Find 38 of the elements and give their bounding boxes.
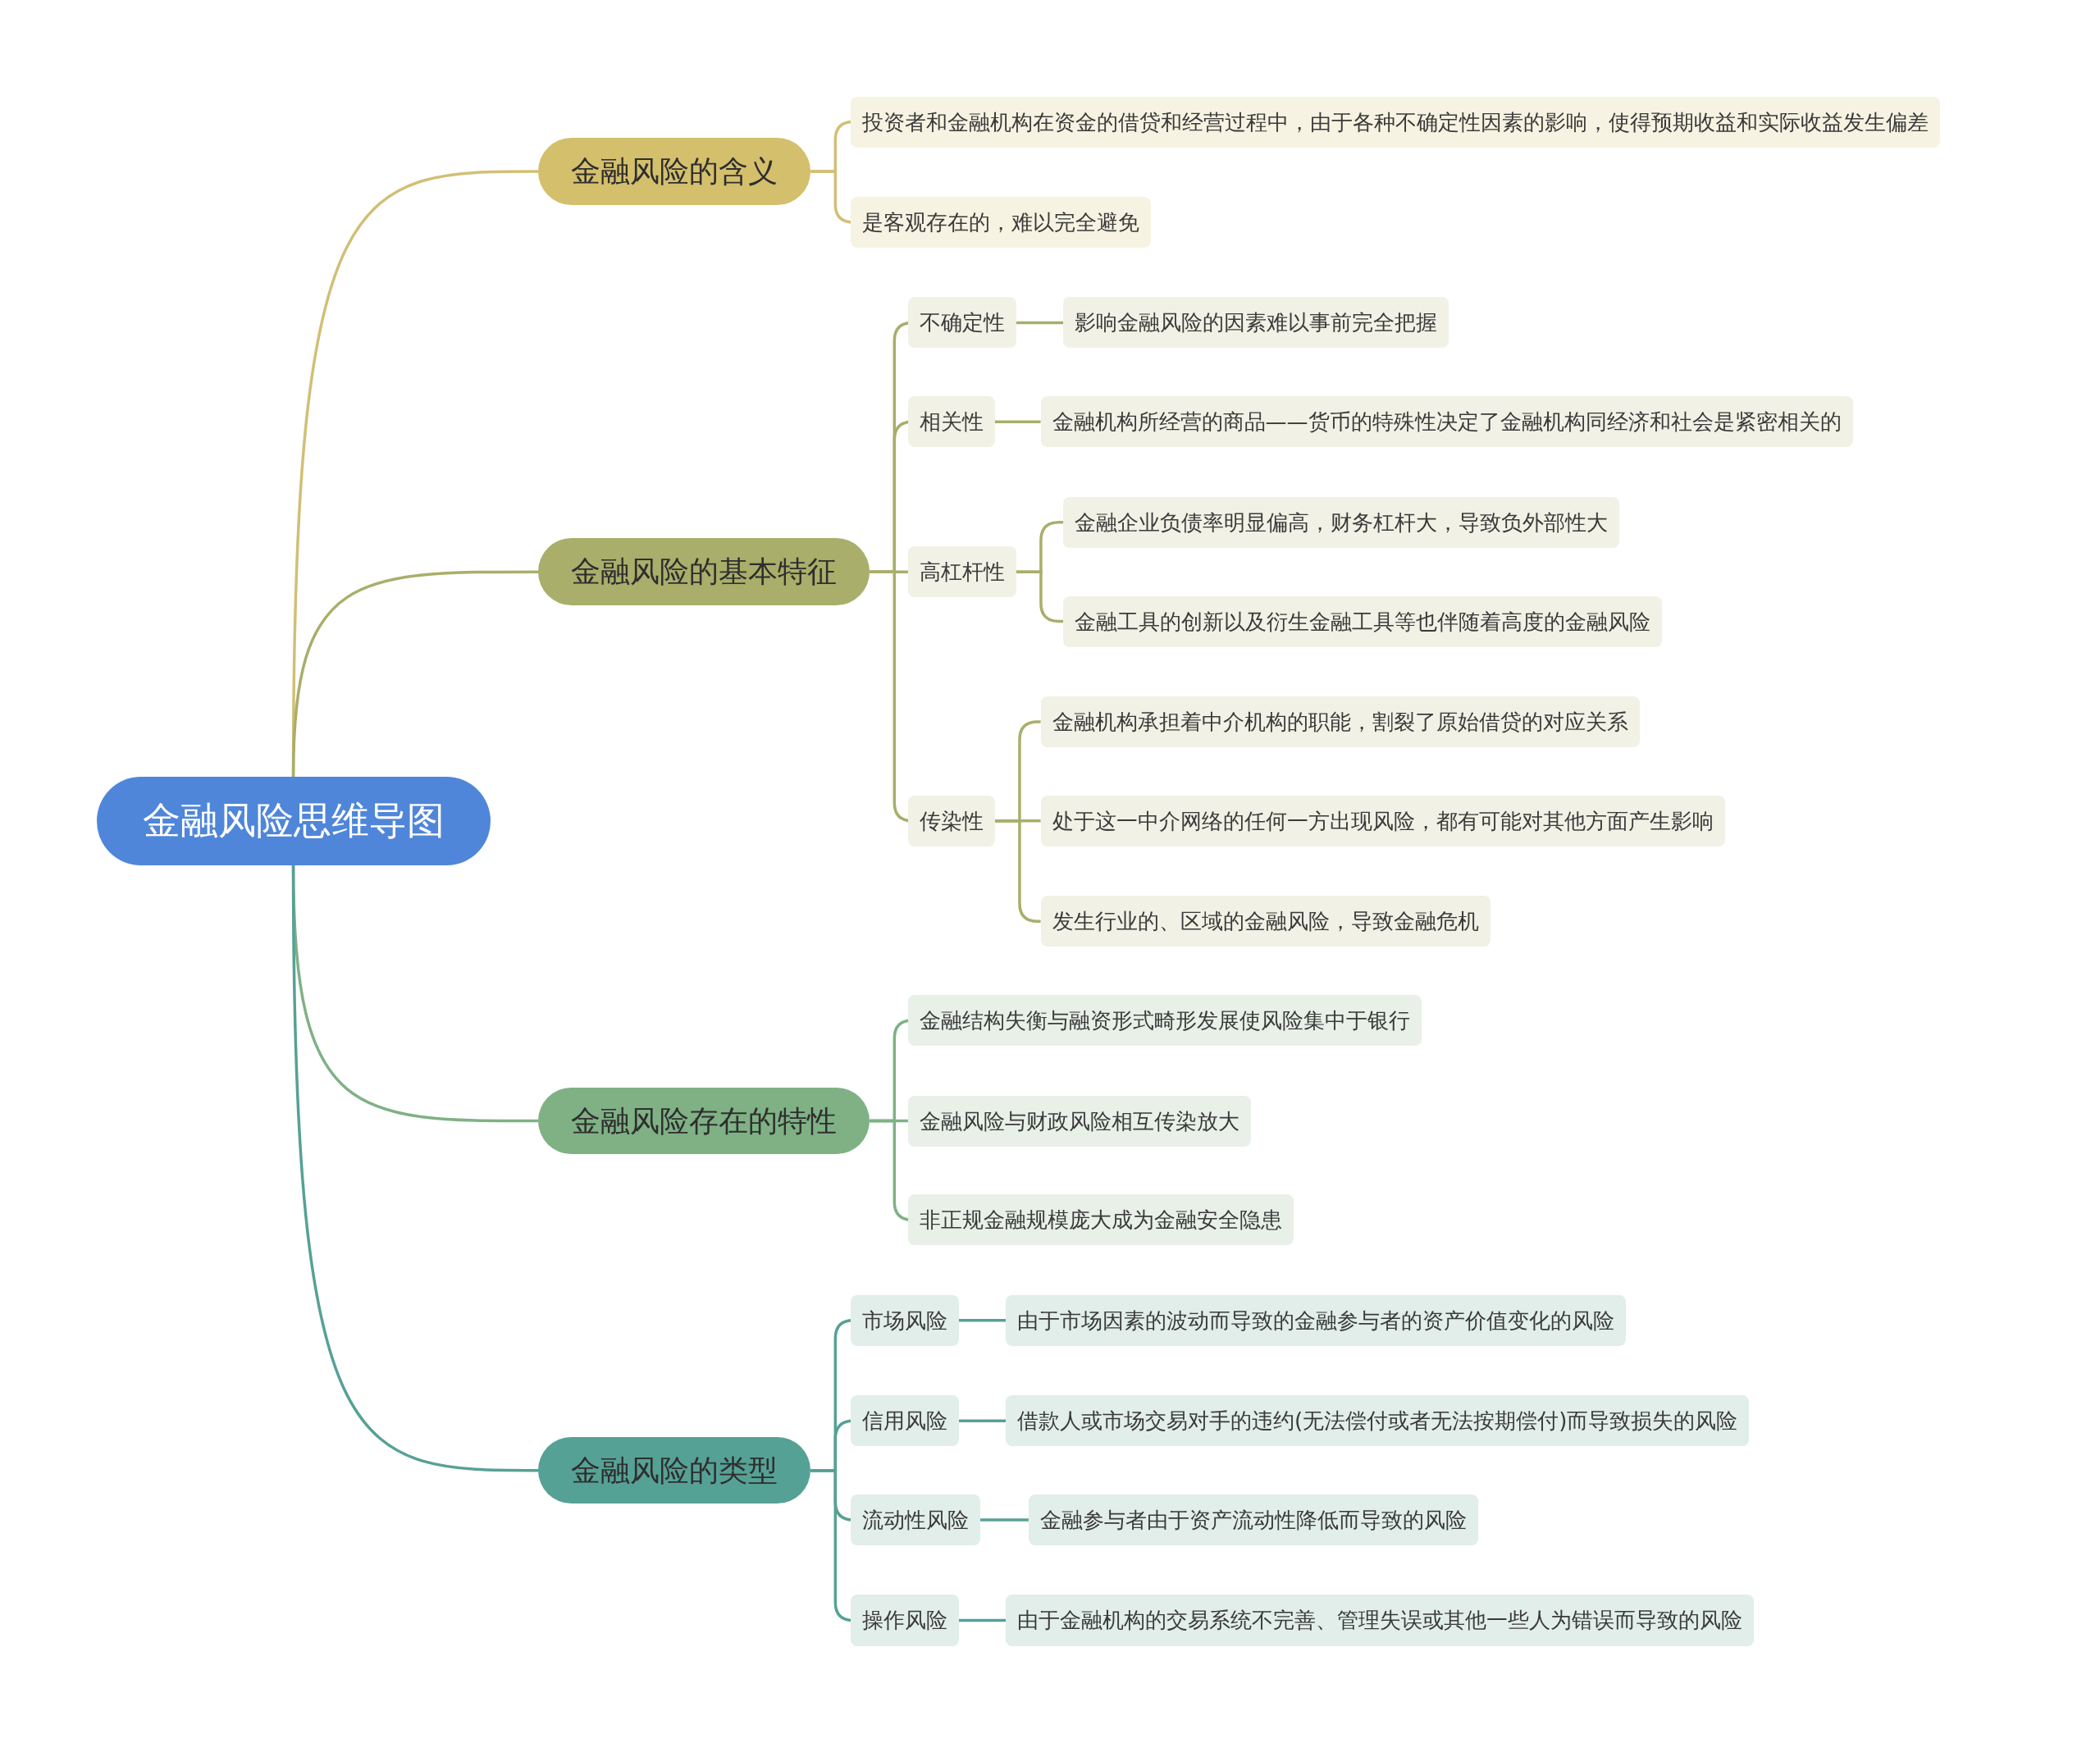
subtopic-box: 影响金融风险的因素难以事前完全把握 (1063, 297, 1449, 349)
subtopic-box: 市场风险 (850, 1294, 959, 1346)
branch-topic: 金融风险的含义 (538, 138, 811, 205)
connector-line (994, 420, 1041, 423)
subtopic-box: 金融企业负债率明显偏高，财务杠杆大，导致负外部性大 (1063, 496, 1620, 548)
branch-topic: 金融风险的类型 (538, 1436, 811, 1504)
subtopic-box: 不确定性 (907, 297, 1016, 349)
subtopic-box: 非正规金融规模庞大成为金融安全隐患 (907, 1194, 1294, 1246)
subtopic-box: 由于金融机构的交易系统不完善、管理失误或其他一些人为错误而导致的风险 (1006, 1595, 1755, 1646)
subtopic-box: 由于市场因素的波动而导致的金融参与者的资产价值变化的风险 (1006, 1294, 1627, 1346)
subtopic-box: 金融风险与财政风险相互传染放大 (907, 1095, 1251, 1147)
subtopic-box: 金融机构承担着中介机构的职能，割裂了原始借贷的对应关系 (1040, 696, 1640, 747)
subtopic-box: 高杠杆性 (907, 546, 1016, 598)
connector-line (1016, 321, 1064, 325)
connector-line (979, 1518, 1029, 1522)
connector-line (958, 1618, 1007, 1622)
subtopic-box: 流动性风险 (850, 1494, 980, 1546)
subtopic-box: 投资者和金融机构在资金的借贷和经营过程中，由于各种不确定性因素的影响，使得预期收益和实际收益发生偏差 (850, 96, 1940, 148)
connector-line (958, 1419, 1007, 1422)
connector-line (291, 570, 539, 777)
subtopic-box: 相关性 (907, 396, 995, 448)
subtopic-box: 金融结构失衡与融资形式畸形发展使风险集中于银行 (907, 995, 1422, 1047)
subtopic-box: 是客观存在的，难以完全避免 (850, 197, 1151, 249)
subtopic-box: 金融工具的创新以及衍生金融工具等也伴随着高度的金融风险 (1063, 595, 1663, 647)
subtopic-box: 操作风险 (850, 1595, 959, 1646)
subtopic-box: 发生行业的、区域的金融风险，导致金融危机 (1040, 896, 1491, 947)
subtopic-box: 借款人或市场交易对手的违约(无法偿付或者无法按期偿付)而导致损失的风险 (1006, 1395, 1750, 1447)
connector-line (958, 1319, 1007, 1322)
branch-topic: 金融风险的基本特征 (538, 538, 870, 605)
connector-line (291, 865, 539, 1472)
subtopic-box: 金融参与者由于资产流动性降低而导致的风险 (1028, 1494, 1478, 1546)
subtopic-box: 处于这一中介网络的任何一方出现风险，都有可能对其他方面产生影响 (1040, 795, 1725, 846)
subtopic-box: 金融机构所经营的商品——货币的特殊性决定了金融机构同经济和社会是紧密相关的 (1040, 396, 1853, 448)
subtopic-box: 信用风险 (850, 1395, 959, 1447)
subtopic-box: 传染性 (907, 795, 995, 846)
central-topic: 金融风险思维导图 (96, 776, 491, 865)
connector-line (994, 819, 1041, 923)
branch-topic: 金融风险存在的特性 (538, 1087, 870, 1155)
